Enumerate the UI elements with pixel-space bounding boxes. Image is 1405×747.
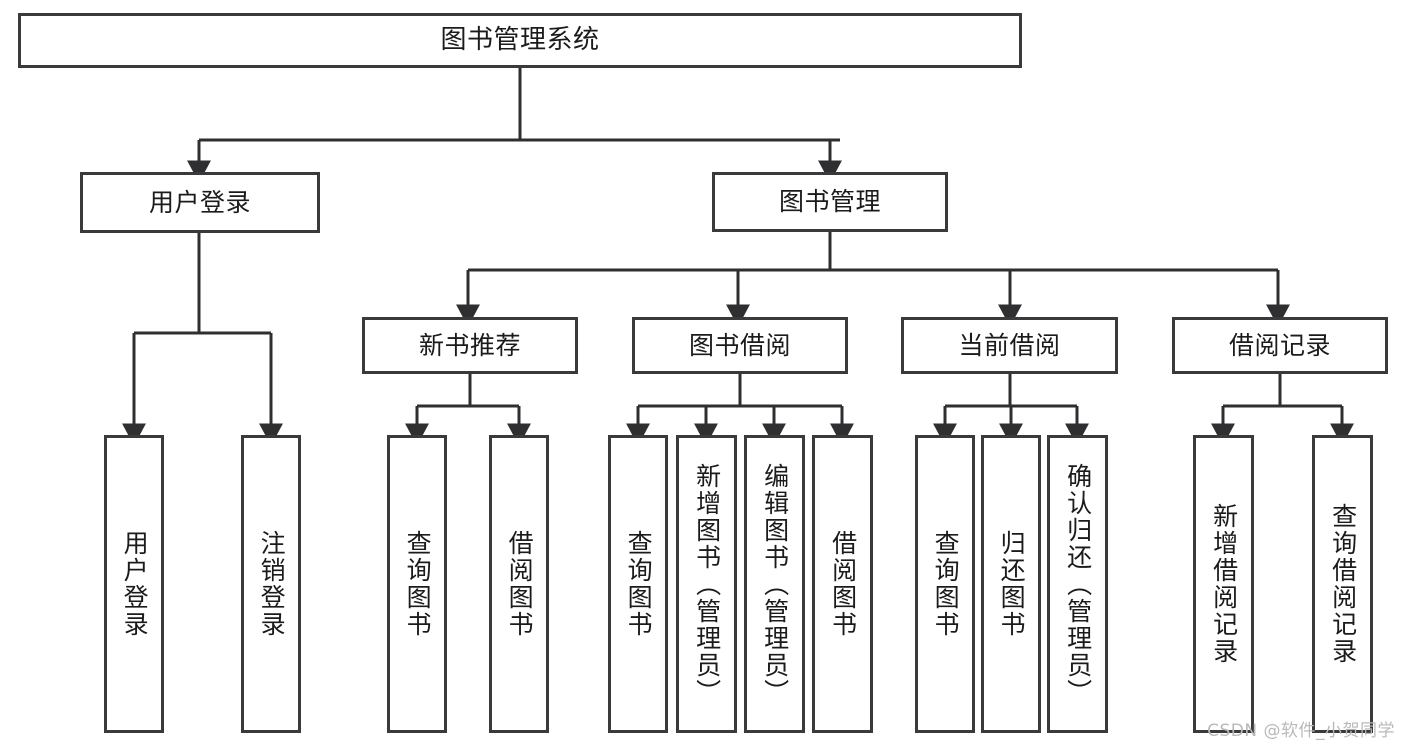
node-leaf-query-borrow-record-label: 查询借阅记录: [1328, 503, 1358, 665]
csdn-watermark: CSDN @软件_小贺同学: [1207, 721, 1395, 741]
node-leaf-logout-login-label: 注销登录: [257, 530, 287, 638]
node-leaf-logout-login[interactable]: 注销登录: [241, 435, 301, 733]
node-user-login-label: 用户登录: [148, 187, 251, 217]
node-leaf-borrow-book-1-label: 借阅图书: [505, 530, 535, 638]
node-leaf-query-book-3-label: 查询图书: [931, 530, 961, 638]
node-leaf-query-book-2[interactable]: 查询图书: [608, 435, 668, 733]
node-borrow-record[interactable]: 借阅记录: [1172, 317, 1388, 374]
node-leaf-query-book-3[interactable]: 查询图书: [915, 435, 975, 733]
node-leaf-query-book-2-label: 查询图书: [624, 530, 654, 638]
node-leaf-add-book-admin[interactable]: 新增图书（管理员）: [676, 435, 737, 733]
node-book-manage-label: 图书管理: [778, 187, 881, 217]
node-leaf-confirm-return-admin[interactable]: 确认归还（管理员）: [1047, 435, 1108, 733]
node-leaf-add-borrow-record[interactable]: 新增借阅记录: [1193, 435, 1254, 733]
node-borrow-record-label: 借阅记录: [1228, 330, 1331, 360]
node-leaf-return-book[interactable]: 归还图书: [981, 435, 1041, 733]
node-leaf-borrow-book-2-label: 借阅图书: [828, 530, 858, 638]
node-leaf-add-book-admin-label: 新增图书（管理员）: [692, 462, 722, 706]
node-leaf-user-login[interactable]: 用户登录: [104, 435, 164, 733]
node-leaf-confirm-return-admin-label: 确认归还（管理员）: [1063, 462, 1093, 706]
node-root-system-label: 图书管理系统: [440, 25, 600, 56]
node-leaf-edit-book-admin-label: 编辑图书（管理员）: [760, 462, 790, 706]
node-root-system[interactable]: 图书管理系统: [18, 13, 1022, 68]
node-leaf-return-book-label: 归还图书: [997, 530, 1027, 638]
node-leaf-edit-book-admin[interactable]: 编辑图书（管理员）: [744, 435, 805, 733]
node-user-login[interactable]: 用户登录: [80, 172, 320, 233]
node-leaf-user-login-label: 用户登录: [120, 530, 150, 638]
node-new-book-recommend[interactable]: 新书推荐: [362, 317, 578, 374]
node-new-book-recommend-label: 新书推荐: [418, 330, 521, 360]
node-leaf-query-borrow-record[interactable]: 查询借阅记录: [1312, 435, 1373, 733]
node-book-borrow-label: 图书借阅: [688, 330, 791, 360]
node-leaf-borrow-book-2[interactable]: 借阅图书: [812, 435, 873, 733]
node-leaf-add-borrow-record-label: 新增借阅记录: [1209, 503, 1239, 665]
node-book-borrow[interactable]: 图书借阅: [632, 317, 848, 374]
node-leaf-query-book-1-label: 查询图书: [403, 530, 433, 638]
node-current-borrow[interactable]: 当前借阅: [901, 317, 1118, 374]
node-leaf-borrow-book-1[interactable]: 借阅图书: [489, 435, 549, 733]
node-book-manage[interactable]: 图书管理: [712, 172, 948, 232]
node-leaf-query-book-1[interactable]: 查询图书: [387, 435, 447, 733]
node-current-borrow-label: 当前借阅: [958, 330, 1061, 360]
